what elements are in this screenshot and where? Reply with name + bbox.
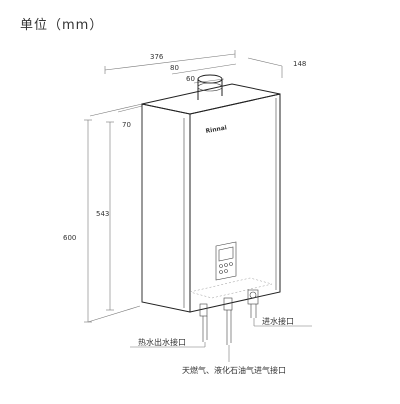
callout-hot-water: 热水出水接口 xyxy=(130,337,206,348)
label-total-width: 376 xyxy=(150,53,164,61)
display-screen xyxy=(218,246,234,262)
label-flue-diameter: 60 xyxy=(186,75,195,83)
depth-dimension: 148 xyxy=(247,57,306,78)
heater-front-face xyxy=(189,93,281,313)
hot-water-pipe xyxy=(199,303,208,317)
water-inlet-pipe xyxy=(247,289,259,305)
label-total-height: 600 xyxy=(63,234,76,242)
page-title: 单位（mm） xyxy=(20,18,104,33)
callout-water-inlet-label: 进水接口 xyxy=(262,316,294,326)
panel-button-icon xyxy=(219,264,223,268)
panel-button-icon xyxy=(224,263,228,267)
callout-gas: 天燃气、液化石油气进气接口 xyxy=(182,345,286,375)
panel-button-icon xyxy=(224,269,228,273)
callout-water-inlet: 进水接口 xyxy=(253,316,312,327)
control-panel xyxy=(215,241,237,281)
heater-body xyxy=(141,83,281,313)
callout-gas-label: 天燃气、液化石油气进气接口 xyxy=(182,365,286,375)
label-side-offset: 70 xyxy=(122,121,131,129)
side-offset-dimension: 70 xyxy=(89,103,143,129)
label-flue-offset: 80 xyxy=(170,64,179,72)
control-panel-frame xyxy=(215,241,237,281)
callout-hot-water-label: 热水出水接口 xyxy=(138,337,186,347)
height-dimensions: 600 543 xyxy=(63,119,141,323)
width-dimension: 376 xyxy=(104,50,236,74)
label-depth: 148 xyxy=(293,60,306,68)
panel-button-icon xyxy=(229,262,233,266)
flue-offset-dimension: 80 xyxy=(170,63,237,75)
gas-pipe xyxy=(223,297,233,311)
heater-side-face xyxy=(141,103,191,313)
label-body-height: 543 xyxy=(96,210,109,218)
panel-button-icon xyxy=(219,270,223,274)
pipe-connections xyxy=(199,289,259,345)
brand-logo: Rinnai xyxy=(205,124,227,135)
flue-diameter-dimension: 60 xyxy=(186,75,225,84)
flue-pipe xyxy=(197,74,223,100)
